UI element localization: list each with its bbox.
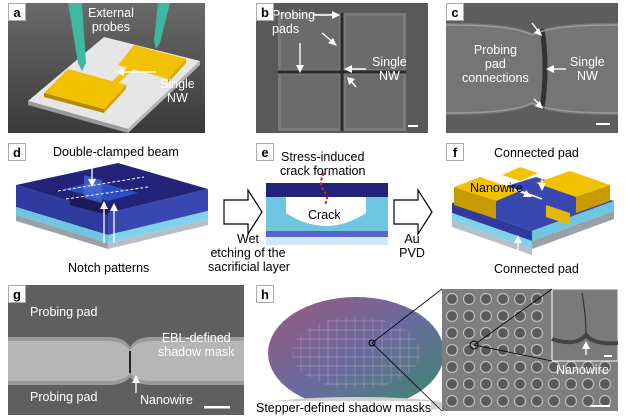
panel-label-e: e — [256, 143, 274, 161]
beam-illustration — [16, 163, 208, 249]
sem-dot — [513, 292, 527, 306]
sem-image-c — [446, 3, 618, 133]
panel-b: b Probing pads Single NW — [256, 3, 428, 133]
sem-dot — [530, 377, 544, 391]
sem-dot — [445, 292, 459, 306]
panel-e: e Stress-induced crack formation Crack — [256, 143, 394, 248]
device-illustration — [8, 3, 205, 133]
sem-dot — [581, 394, 595, 408]
sem-image-b — [256, 3, 428, 133]
panel-label-h: h — [256, 285, 274, 303]
double-clamped-beam-label: Double-clamped beam — [53, 145, 179, 159]
nanowire-label-f: Nanowire — [470, 181, 523, 195]
sem-dot — [479, 309, 493, 323]
notch-patterns-label: Notch patterns — [68, 261, 150, 275]
sem-dot — [462, 309, 476, 323]
sem-dot — [513, 326, 527, 340]
panel-g: g Probing pad EBL-defined shadow mask Pr… — [8, 285, 244, 415]
sem-dot — [479, 292, 493, 306]
sem-dot — [530, 394, 544, 408]
single-nw-label-b: Single NW — [372, 55, 407, 83]
sem-dot — [496, 292, 510, 306]
stress-crack-label: Stress-induced crack formation — [280, 150, 366, 178]
panel-h: h Stepper-defined shadow masks Nanowire — [256, 285, 618, 415]
sem-dot — [445, 394, 459, 408]
sem-dot — [479, 377, 493, 391]
panel-c: c Probing pad connections Single NW — [446, 3, 618, 133]
sem-image-g — [8, 285, 244, 415]
sem-dot — [462, 292, 476, 306]
sem-dot — [445, 309, 459, 323]
sem-dot-array — [445, 292, 612, 408]
sem-dot — [479, 394, 493, 408]
panel-label-d: d — [8, 143, 26, 161]
probing-pad-connections-label: Probing pad connections — [462, 43, 529, 85]
sem-dot — [479, 360, 493, 374]
ebl-mask-label: EBL-defined shadow mask — [158, 331, 235, 359]
sem-dot — [530, 360, 544, 374]
sem-dot — [462, 394, 476, 408]
stepper-masks-label: Stepper-defined shadow masks — [256, 401, 432, 415]
sem-dot — [462, 343, 476, 357]
sem-dot — [547, 377, 561, 391]
panel-label-g: g — [8, 285, 26, 303]
arrow-to-nw-a — [116, 68, 156, 76]
sem-dot — [445, 326, 459, 340]
wet-etching-label: Wet etching of the sacrificial layer — [208, 232, 290, 274]
sem-dot — [445, 343, 459, 357]
sem-dot — [496, 326, 510, 340]
panel-a: a External probes Single NW — [8, 3, 205, 133]
nanowire-label-g: Nanowire — [140, 393, 193, 407]
probing-pad-bottom-label: Probing pad — [30, 390, 98, 404]
connected-pad-top-label: Connected pad — [494, 146, 579, 160]
sem-dot — [445, 377, 459, 391]
sem-dot — [530, 309, 544, 323]
single-nw-label-a: Single NW — [160, 77, 195, 105]
sem-dot — [496, 377, 510, 391]
sem-dot — [462, 360, 476, 374]
single-nw-label-c: Single NW — [570, 55, 605, 83]
sem-dot — [564, 377, 578, 391]
connected-pad-bottom-label: Connected pad — [494, 262, 579, 276]
probing-pads-label: Probing pads — [272, 8, 316, 36]
sem-dot — [462, 326, 476, 340]
sem-dot — [513, 377, 527, 391]
sem-dot — [547, 394, 561, 408]
sem-dot — [462, 377, 476, 391]
panel-label-f: f — [446, 143, 464, 161]
panel-label-a: a — [8, 3, 26, 21]
sem-dot — [513, 360, 527, 374]
sem-dot — [479, 326, 493, 340]
probing-pad-top-label: Probing pad — [30, 305, 98, 319]
nanowire-label-h: Nanowire — [556, 363, 609, 377]
sem-dot — [513, 343, 527, 357]
inset-h — [368, 288, 618, 407]
sem-dot — [496, 309, 510, 323]
sem-dot — [530, 326, 544, 340]
sem-dot — [564, 394, 578, 408]
au-pvd-label: Au PVD — [399, 232, 425, 260]
connected-pads-illustration — [452, 165, 614, 261]
panel-d: d Double-clamped beam Notch patterns — [8, 143, 218, 277]
sem-dot — [530, 343, 544, 357]
panel-label-c: c — [446, 3, 464, 21]
panel-label-b: b — [256, 3, 274, 21]
sem-dot — [496, 360, 510, 374]
crack-label: Crack — [308, 208, 341, 222]
sem-dot — [445, 360, 459, 374]
panel-f: f Connected pad Nanowire Connected pad — [446, 143, 618, 277]
crack-cross-section — [266, 172, 388, 245]
sem-dot — [496, 394, 510, 408]
sem-dot — [598, 377, 612, 391]
external-probes-label: External probes — [88, 6, 134, 34]
sem-dot — [513, 394, 527, 408]
sem-dot — [581, 377, 595, 391]
